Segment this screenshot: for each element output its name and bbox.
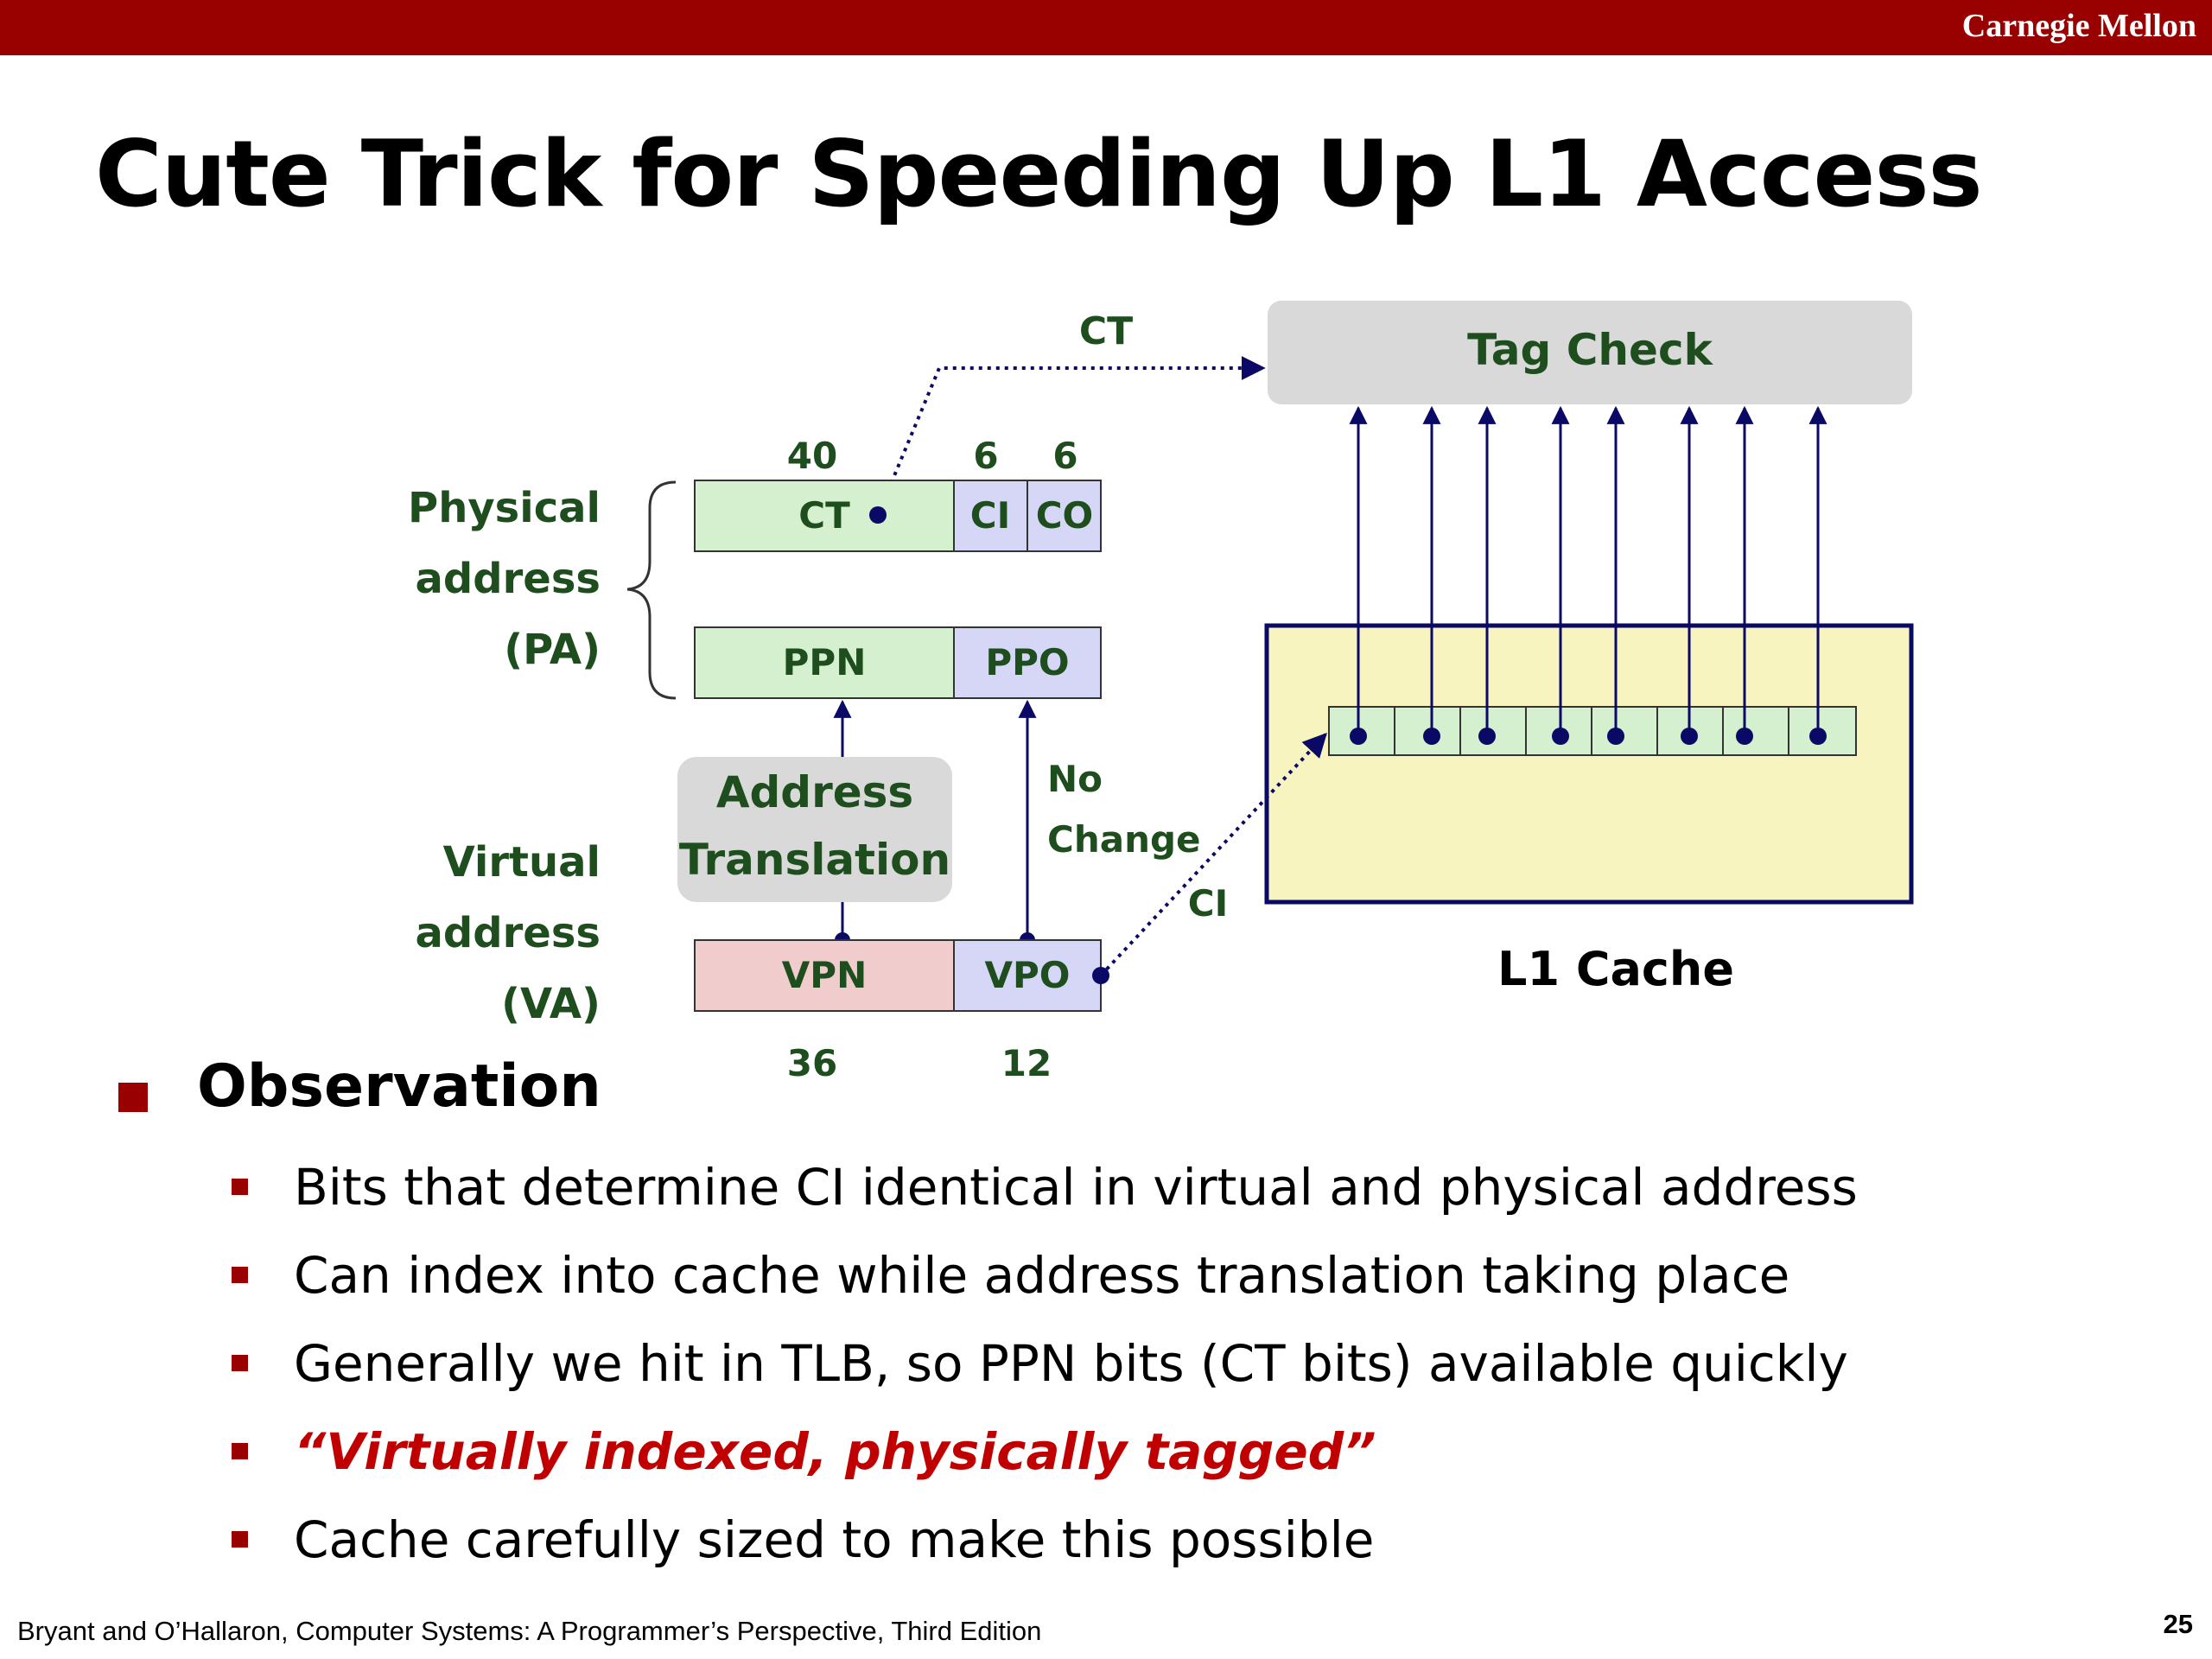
- vpo-ci-dot: [1092, 967, 1109, 984]
- tag-check-arrows: [1349, 405, 1827, 736]
- ct-arrow-label: CT: [1079, 309, 1133, 353]
- cache-dot: [1809, 728, 1827, 745]
- pa-label-line3: (PA): [504, 626, 601, 674]
- footer-citation: Bryant and O’Hallaron, Computer Systems:…: [17, 1616, 1042, 1646]
- tag-check-box: [1268, 301, 1912, 404]
- translation-line1: Address: [716, 767, 913, 817]
- bits-ci: 6: [973, 435, 998, 477]
- cache-dots: [1350, 728, 1827, 745]
- address-translation-box: [677, 757, 952, 902]
- bullet-marker: [232, 1443, 248, 1459]
- cache-dot: [1736, 728, 1753, 745]
- ct-dot: [869, 506, 887, 524]
- field-co-label: CO: [1036, 494, 1094, 537]
- field-ci-box: [953, 480, 1028, 552]
- field-ppo-box: [953, 626, 1102, 699]
- header-bar: Carnegie Mellon: [0, 0, 2212, 55]
- field-ppn-label: PPN: [783, 641, 867, 683]
- field-ci-label: CI: [970, 494, 1010, 537]
- observation-bullet: [118, 1083, 148, 1112]
- pa-label-line2: address: [416, 555, 601, 603]
- field-co-box: [1027, 480, 1102, 552]
- cache-dot: [1552, 728, 1569, 745]
- l1-cache-box: [1264, 623, 1914, 905]
- bullet-3: Generally we hit in TLB, so PPN bits (CT…: [294, 1334, 1848, 1393]
- cache-cell: [1591, 706, 1658, 756]
- bullet-marker: [232, 1267, 248, 1283]
- pa-brace: [626, 480, 677, 700]
- ci-arrow-label: CI: [1188, 882, 1228, 925]
- tag-check-label: Tag Check: [1467, 325, 1713, 375]
- page-number: 25: [2163, 1609, 2193, 1639]
- bullet-2: Can index into cache while address trans…: [294, 1246, 1790, 1305]
- brand-logo-text: Carnegie Mellon: [1961, 8, 2196, 44]
- field-vpn-label: VPN: [782, 954, 867, 996]
- cache-dot: [1423, 728, 1440, 745]
- field-ct-box: [694, 480, 955, 552]
- bullet-marker: [232, 1355, 248, 1371]
- translation-line2: Translation: [679, 835, 950, 885]
- va-label-line2: address: [416, 909, 601, 957]
- cache-dot: [1681, 728, 1698, 745]
- field-vpo-box: [953, 939, 1102, 1012]
- cache-dot: [1607, 728, 1624, 745]
- cache-dot: [1350, 728, 1367, 745]
- cache-cell: [1722, 706, 1789, 756]
- va-label-line3: (VA): [501, 980, 601, 1028]
- bullet-1: Bits that determine CI identical in virt…: [294, 1158, 1858, 1217]
- bullet-marker: [232, 1531, 248, 1548]
- no-change-line1: No: [1047, 758, 1103, 800]
- bits-co: 6: [1052, 435, 1077, 477]
- cache-cell: [1394, 706, 1461, 756]
- bits-vpo: 12: [1001, 1042, 1052, 1084]
- field-vpo-label: VPO: [985, 954, 1071, 996]
- field-ppn-box: [694, 626, 955, 699]
- bullet-4: “Virtually indexed, physically tagged”: [294, 1422, 1376, 1481]
- va-label-line1: Virtual: [443, 838, 601, 887]
- bits-ct: 40: [787, 435, 837, 477]
- field-ct-label: CT: [798, 494, 850, 537]
- bullet-5: Cache carefully sized to make this possi…: [294, 1510, 1375, 1569]
- cache-dot: [1478, 728, 1496, 745]
- no-change-line2: Change: [1047, 818, 1201, 861]
- ci-arrow: [1099, 732, 1327, 977]
- l1-cache-label: L1 Cache: [1497, 942, 1734, 996]
- pa-label-line1: Physical: [408, 484, 601, 532]
- bits-vpn: 36: [787, 1042, 837, 1084]
- observation-heading: Observation: [197, 1052, 601, 1121]
- cache-line-cells: [1328, 706, 1857, 756]
- ct-arrow: [876, 356, 1266, 516]
- slide-title: Cute Trick for Speeding Up L1 Access: [95, 121, 1983, 227]
- bullet-marker: [232, 1179, 248, 1195]
- field-ppo-label: PPO: [985, 641, 1069, 683]
- field-vpn-box: [694, 939, 955, 1012]
